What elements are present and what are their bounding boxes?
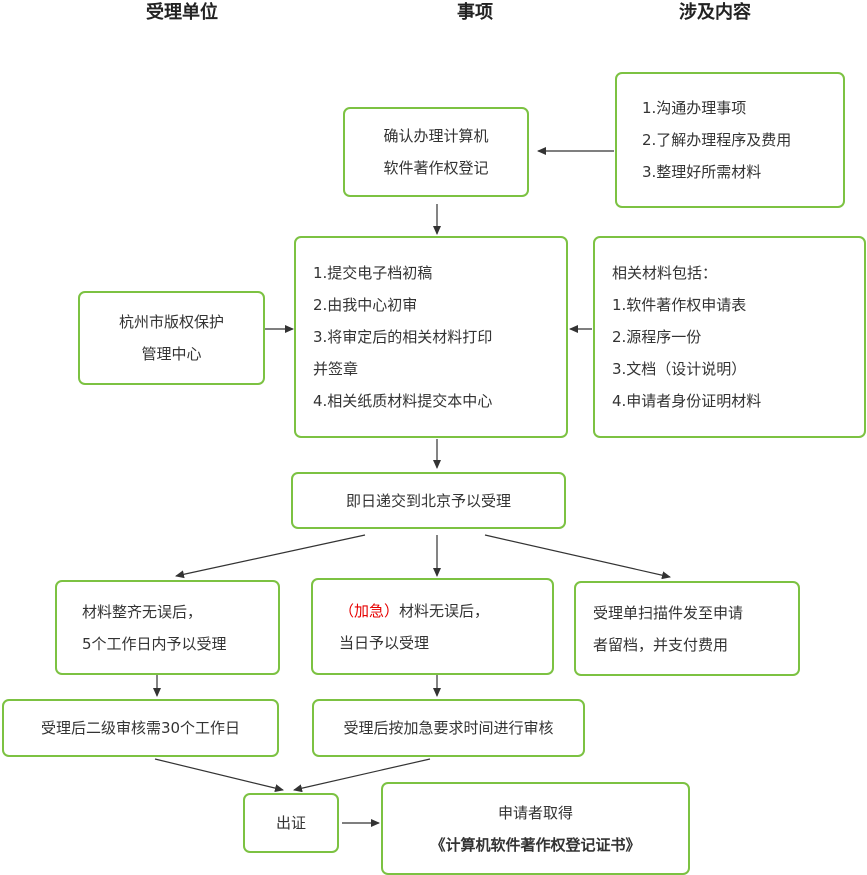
box-communicate: 1.沟通办理事项 2.了解办理程序及费用 3.整理好所需材料	[615, 72, 845, 208]
urgent-line-1: （加急）材料无误后，	[339, 595, 552, 627]
arrow-review30-to-issue	[154, 758, 284, 793]
communicate-line-1: 1.沟通办理事项	[642, 99, 747, 117]
materials-line-5: 4.申请者身份证明材料	[612, 392, 762, 410]
box-hangzhou: 杭州市版权保护 管理中心	[78, 291, 265, 385]
box-urgent: （加急）材料无误后， 当日予以受理	[311, 578, 554, 675]
box-scan: 受理单扫描件发至申请 者留档，并支付费用	[574, 581, 800, 676]
obtain-line-2: 《计算机软件著作权登记证书》	[430, 835, 641, 854]
header-unit: 受理单位	[146, 2, 218, 23]
normal-line-1: 材料整齐无误后，	[82, 602, 203, 621]
normal-line-2: 5个工作日内予以受理	[82, 634, 227, 653]
confirm-line-1: 确认办理计算机	[383, 127, 489, 145]
review30-text: 受理后二级审核需30个工作日	[40, 719, 241, 737]
arrow-beijing-to-normal	[175, 534, 366, 579]
submit-line-5: 4.相关纸质材料提交本中心	[313, 392, 493, 410]
box-review30: 受理后二级审核需30个工作日	[2, 699, 279, 757]
beijing-text: 即日递交到北京予以受理	[345, 491, 511, 510]
materials-line-1: 相关材料包括：	[612, 264, 718, 282]
materials-line-2: 1.软件著作权申请表	[612, 296, 747, 314]
submit-line-2: 2.由我中心初审	[313, 296, 418, 314]
scan-line-1: 受理单扫描件发至申请	[593, 603, 744, 622]
submit-line-3: 3.将审定后的相关材料打印	[313, 328, 493, 346]
urgent-line-1-rest: 材料无误后，	[399, 601, 490, 620]
hangzhou-line-2: 管理中心	[141, 345, 202, 363]
scan-line-2: 者留档，并支付费用	[593, 635, 729, 654]
header-content: 涉及内容	[679, 2, 751, 23]
arrow-reviewurgent-to-issue	[293, 758, 431, 793]
communicate-line-3: 3.整理好所需材料	[642, 163, 762, 181]
materials-line-4: 3.文档（设计说明）	[612, 360, 747, 378]
obtain-line-1: 申请者取得	[497, 803, 573, 822]
materials-line-3: 2.源程序一份	[612, 328, 702, 346]
hangzhou-line-1: 杭州市版权保护	[118, 313, 224, 331]
box-materials: 相关材料包括： 1.软件著作权申请表 2.源程序一份 3.文档（设计说明） 4.…	[593, 236, 866, 438]
box-obtain: 申请者取得 《计算机软件著作权登记证书》	[381, 782, 690, 875]
header-matter: 事项	[457, 2, 493, 23]
box-normal: 材料整齐无误后， 5个工作日内予以受理	[55, 580, 280, 675]
arrow-beijing-to-scan	[484, 534, 671, 580]
box-issue: 出证	[243, 793, 339, 853]
issue-text: 出证	[275, 814, 306, 832]
submit-line-4: 并签章	[313, 360, 359, 378]
submit-line-1: 1.提交电子档初稿	[313, 264, 433, 282]
review-urgent-text: 受理后按加急要求时间进行审核	[343, 719, 554, 737]
box-review-urgent: 受理后按加急要求时间进行审核	[312, 699, 585, 757]
communicate-line-2: 2.了解办理程序及费用	[642, 131, 792, 149]
box-confirm: 确认办理计算机 软件著作权登记	[343, 107, 529, 197]
box-submit: 1.提交电子档初稿 2.由我中心初审 3.将审定后的相关材料打印 并签章 4.相…	[294, 236, 568, 438]
urgent-tag: （加急）	[339, 601, 400, 620]
urgent-line-2: 当日予以受理	[339, 633, 430, 652]
confirm-line-2: 软件著作权登记	[383, 159, 489, 177]
box-beijing: 即日递交到北京予以受理	[291, 472, 566, 529]
